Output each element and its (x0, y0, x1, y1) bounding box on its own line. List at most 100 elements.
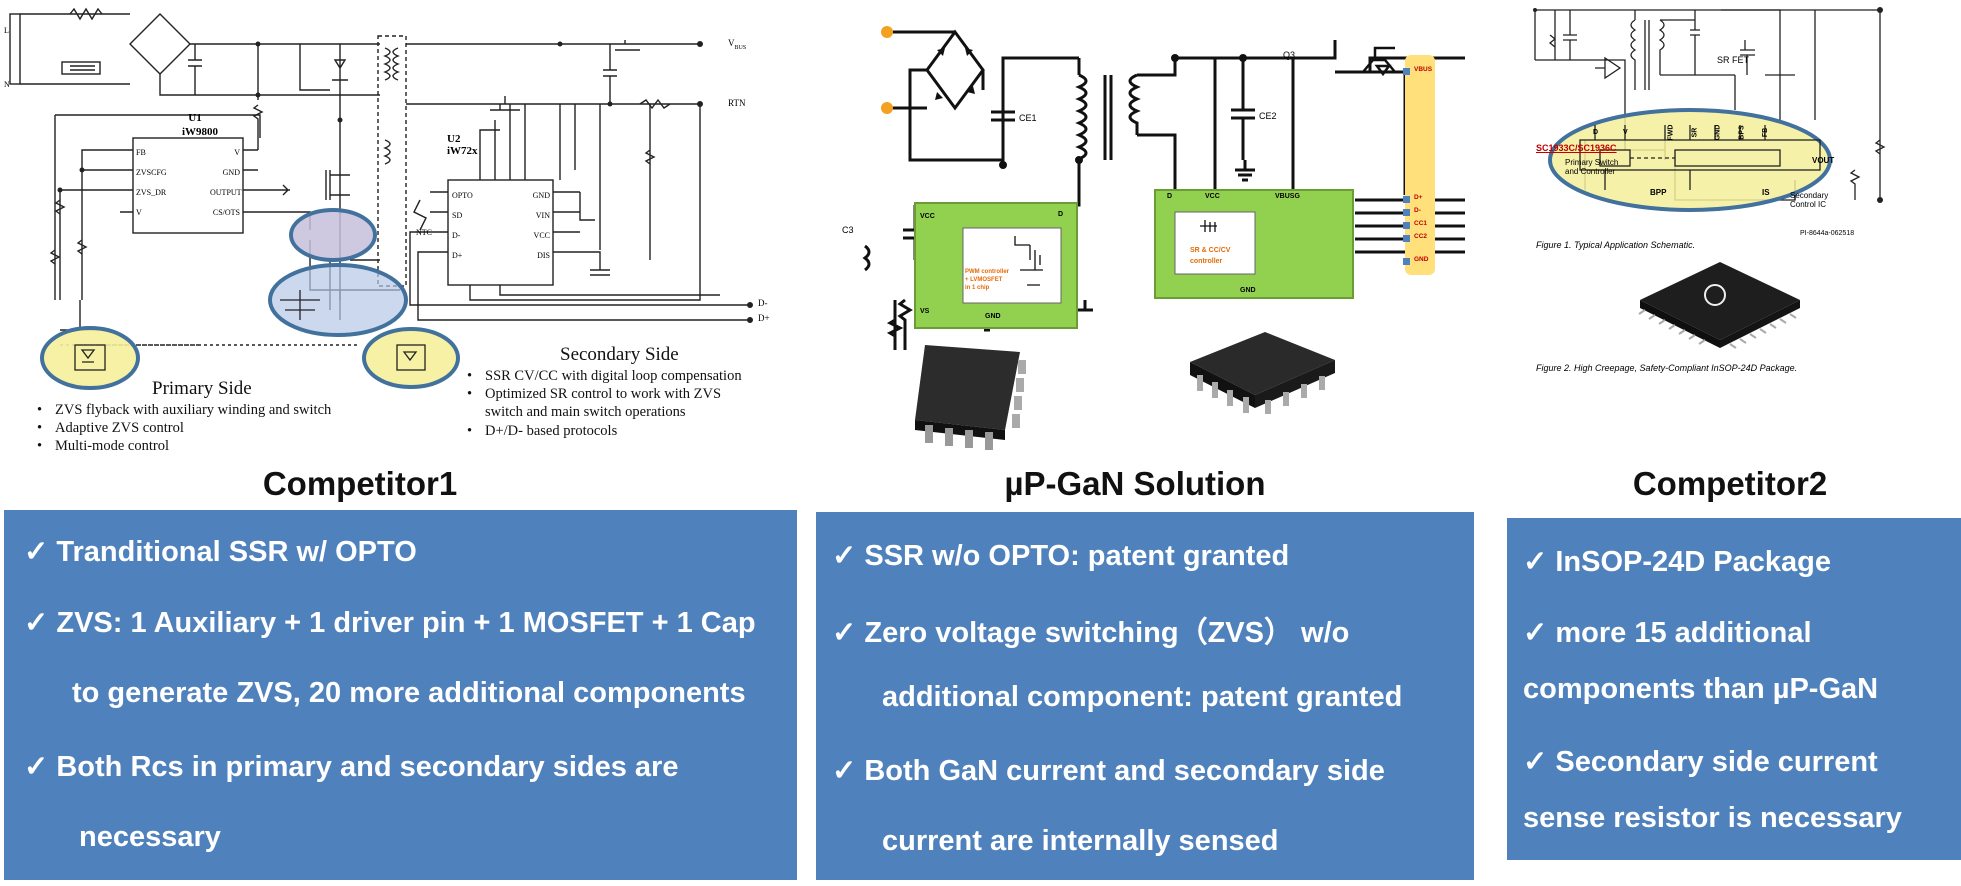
ce2-label: CE2 (1259, 111, 1277, 121)
pin-fb: FB (1762, 127, 1770, 138)
zvs-mosfet-highlight (268, 263, 408, 337)
left-chip-gnd: GND (985, 313, 1001, 320)
secondary-bullet-2-cont: switch and main switch operations (485, 404, 686, 420)
connector-pin-dminus: D- (1414, 207, 1421, 214)
dminus-label: D- (758, 298, 768, 308)
u1-pins-right: V GND OUTPUT CS/OTS (210, 143, 242, 223)
line-n-label: N (4, 80, 10, 89)
vbus-v: V (728, 38, 735, 48)
right-chip-inner-line-2: controller (1190, 258, 1223, 265)
vbus-label: VBUS (728, 38, 746, 51)
left-chip-inner-line-3: in 1 chip (965, 285, 990, 291)
solution-point-3-cont: current are internally sensed (882, 825, 1279, 857)
competitor1-schematic (0, 0, 800, 460)
ce1-label: CE1 (1019, 113, 1037, 123)
figure1-caption: Figure 1. Typical Application Schematic. (1536, 240, 1696, 250)
secondary-control-line-2: Control IC (1790, 200, 1827, 209)
secondary-bullet-3: D+/D- based protocols (467, 423, 617, 440)
competitor2-panel: ✓ InSOP-24D Package ✓ more 15 additional… (1507, 518, 1961, 860)
c3-label: C3 (842, 225, 854, 235)
competitor2-point-2: ✓ more 15 additional (1523, 617, 1812, 649)
u2-ref: U2 (447, 133, 461, 145)
u2-pin-gnd: GND (532, 191, 550, 200)
secondary-side-heading: Secondary Side (560, 344, 679, 365)
u1-pin-zvscfg: ZVSCFG (136, 168, 167, 177)
usb-connector (1405, 55, 1435, 275)
u1-pin-output: OUTPUT (210, 188, 242, 197)
secondary-control-line-1: Secondary (1790, 191, 1829, 200)
u1-part-name: iW9800 (181, 126, 219, 138)
solution-point-2-cont: additional component: patent granted (882, 681, 1403, 713)
left-chip-d: D (1058, 211, 1064, 218)
right-chip-inner-line-1: SR & CC/CV (1190, 247, 1231, 254)
connector-pin-cc1: CC1 (1414, 220, 1428, 227)
solution-point-1: ✓ SSR w/o OPTO: patent granted (832, 540, 1290, 572)
right-chip-vbusg: VBUSG (1275, 193, 1300, 200)
schematic-ref: PI-8644a-062518 (1800, 230, 1855, 237)
left-chip-vcc: VCC (920, 213, 935, 220)
pin-sr: SR (1691, 127, 1699, 138)
u1-pin-zvs-dr: ZVS_DR (136, 188, 167, 197)
competitor2-point-1: ✓ InSOP-24D Package (1523, 546, 1831, 578)
solution-point-2: ✓ Zero voltage switching（ZVS） w/o (832, 617, 1350, 649)
primary-bullet-3: Multi-mode control (37, 438, 169, 455)
primary-switch-line-2: and Controller (1565, 167, 1616, 176)
ac-terminal-2-icon (881, 102, 893, 114)
insop-chip-highlight (1548, 108, 1832, 212)
soic8-package-2-icon (1190, 332, 1335, 414)
primary-bullet-2: Adaptive ZVS control (37, 420, 184, 437)
competitor1-point-2: ✓ ZVS: 1 Auxiliary + 1 driver pin + 1 MO… (24, 607, 756, 639)
ntc-label: NTC (416, 228, 432, 237)
u2-pin-dplus: D+ (452, 251, 463, 260)
primary-bullet-1: ZVS flyback with auxiliary winding and s… (37, 402, 331, 419)
pin-vout: VOUT (1812, 156, 1835, 165)
solution-title: µP-GaN Solution (1004, 465, 1266, 502)
competitor1-point-2-cont: to generate ZVS, 20 more additional comp… (72, 677, 746, 709)
u2-part-name: iW72x (447, 145, 478, 157)
u1-ref: U1 (188, 112, 202, 124)
connector-pin-gnd: GND (1414, 256, 1429, 263)
pin-d: D (1593, 129, 1599, 136)
pin-bps: BPS (1738, 125, 1746, 140)
connector-pin-cc2: CC2 (1414, 233, 1428, 240)
rtn-label: RTN (728, 98, 746, 108)
sr-fet-label: SR FET (1717, 55, 1750, 65)
q3-label: Q3 (1283, 50, 1296, 60)
competitor2-point-2-cont: components than µP-GaN (1523, 673, 1879, 705)
pin-bpp: BPP (1650, 188, 1667, 197)
figure2-caption: Figure 2. High Creepage, Safety-Complian… (1536, 363, 1798, 373)
competitor2-circuit-diagram (1533, 7, 1886, 349)
primary-side-heading: Primary Side (152, 378, 252, 399)
dplus-label: D+ (758, 313, 770, 323)
u2-pin-dminus: D- (452, 231, 461, 240)
u1-pin-vcc: V (234, 148, 240, 157)
left-chip-inner-line-1: PWM controller (965, 269, 1010, 275)
solution-circuit-diagram: path d="" (862, 26, 1515, 450)
ac-terminal-1-icon (881, 26, 893, 38)
pin-fwd: FWD (1667, 124, 1675, 141)
competitor1-circuit-diagram (9, 7, 753, 390)
chip-name-label: SC1933C/SC1936C (1536, 143, 1617, 153)
right-chip-vcc: VCC (1205, 193, 1220, 200)
connector-pin-dplus: D+ (1414, 194, 1423, 201)
connector-pin-vbus: VBUS (1414, 66, 1433, 73)
pin-v: V (1623, 129, 1628, 136)
u1-pin-gnd: GND (222, 168, 240, 177)
secondary-bullet-1: SSR CV/CC with digital loop compensation (467, 368, 742, 385)
competitor1-title: Competitor1 (262, 465, 458, 502)
u1-pins-left: FB ZVSCFG ZVS_DR V (136, 143, 167, 223)
opto-primary-highlight (40, 326, 140, 390)
u2-pins-left: OPTO SD D- D+ (452, 186, 473, 266)
secondary-control-label: Secondary Control IC (1790, 191, 1828, 209)
competitor2-schematic (1525, 0, 1961, 460)
u1-pin-vsense: V (136, 208, 142, 217)
line-l-label: L (4, 26, 9, 35)
vbus-sub: BUS (734, 44, 747, 51)
u2-pin-sd: SD (452, 211, 463, 220)
competitor2-point-3-cont: sense resistor is necessary (1523, 802, 1902, 834)
competitor1-point-3-cont: necessary (79, 821, 221, 853)
right-chip-d: D (1167, 193, 1173, 200)
u2-label: U2 iW72x (447, 133, 478, 157)
u2-pins-right: GND VIN VCC DIS (520, 186, 550, 266)
competitor2-title: Competitor2 (1632, 465, 1828, 502)
